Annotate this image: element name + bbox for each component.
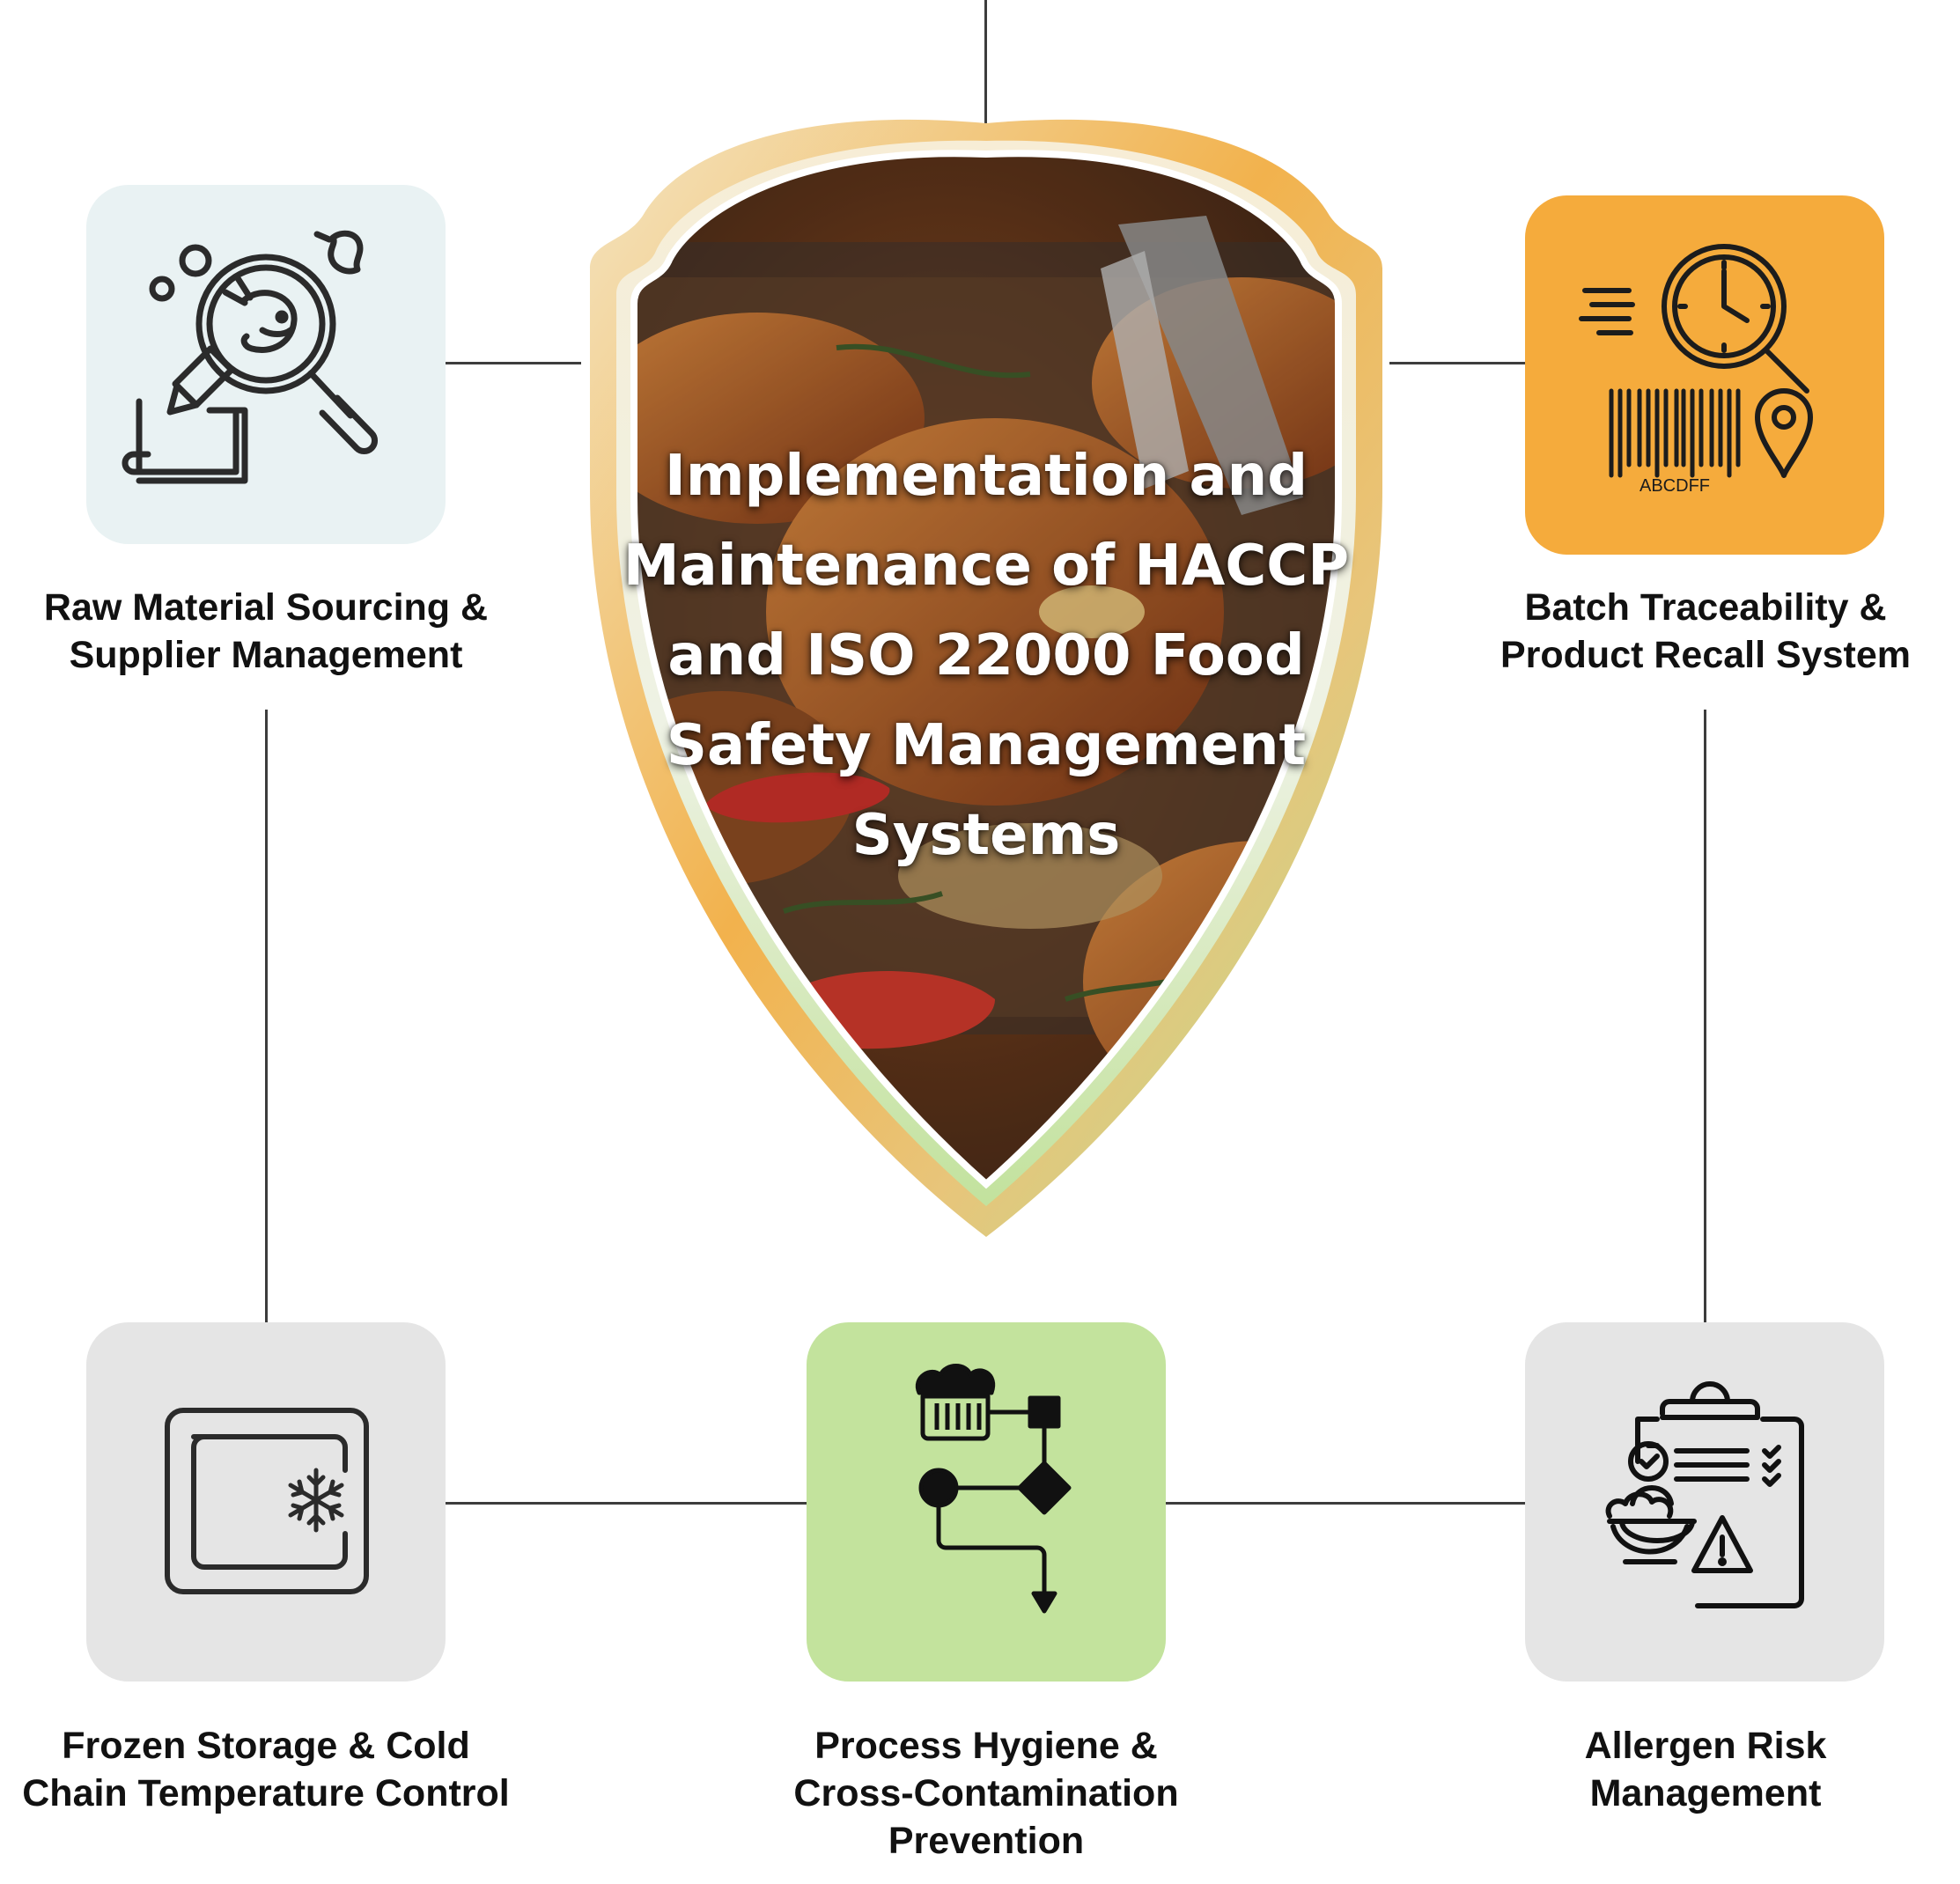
clock-barcode-location-icon: ABCDFF — [1579, 244, 1813, 496]
barcode-text: ABCDFF — [1639, 476, 1710, 496]
label-raw-material: Raw Material Sourcing & Supplier Managem… — [43, 586, 489, 676]
connector-top — [984, 0, 987, 123]
card-allergen — [1525, 1322, 1884, 1682]
chef-hat-flowchart-icon — [915, 1364, 1072, 1614]
label-allergen: Allergen Risk Management — [1584, 1725, 1827, 1814]
freezer-snowflake-icon — [165, 1408, 369, 1594]
connector-left-top — [446, 362, 581, 364]
card-frozen-storage — [86, 1322, 446, 1682]
connector-left-vertical — [265, 710, 268, 1322]
clipboard-food-warning-icon — [1605, 1381, 1804, 1608]
connector-right-vertical — [1704, 710, 1706, 1322]
label-process-hygiene: Process Hygiene & Cross-Contamination Pr… — [793, 1725, 1179, 1862]
connector-bottom-left — [446, 1502, 807, 1505]
card-process-hygiene — [807, 1322, 1166, 1682]
card-raw-material — [86, 185, 446, 544]
connector-right-top — [1389, 362, 1525, 364]
card-traceability: ABCDFF — [1525, 195, 1884, 555]
connector-bottom-right — [1165, 1502, 1525, 1505]
label-traceability: Batch Traceability & Product Recall Syst… — [1499, 586, 1911, 676]
inspection-magnifier-shrimp-icon — [122, 230, 378, 484]
shield-emblem — [590, 119, 1382, 1238]
label-frozen-storage: Frozen Storage & Cold Chain Temperature … — [22, 1725, 510, 1814]
center-title: Implementation and Maintenance of HACCP … — [623, 444, 1350, 868]
